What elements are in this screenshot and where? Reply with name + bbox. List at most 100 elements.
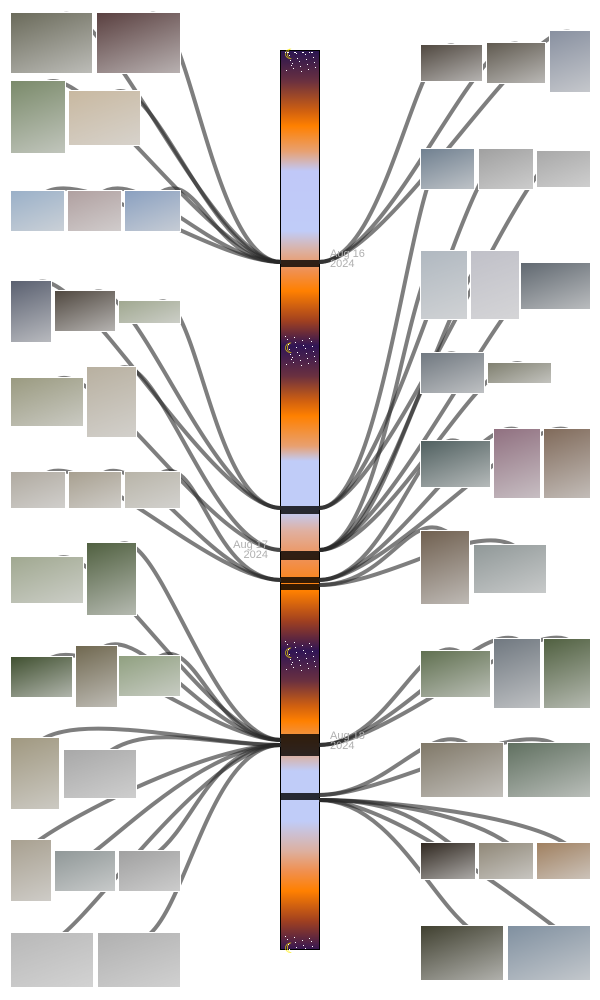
photo-thumbnail[interactable] [10,839,52,902]
star [314,356,315,357]
photo-thumbnail[interactable] [536,842,591,880]
photo-thumbnail[interactable] [10,932,94,988]
photo-thumbnail[interactable] [487,362,552,384]
connector-curve [115,365,282,552]
star [306,658,307,659]
date-year: 2024 [330,740,355,752]
star [285,641,286,642]
photo-thumbnail[interactable] [68,471,122,509]
photo-thumbnail[interactable] [86,542,137,616]
star [291,959,292,960]
star [301,965,302,966]
photo-thumbnail[interactable] [68,90,141,146]
star [295,52,296,53]
photo-cluster-band [281,260,319,267]
photo-thumbnail[interactable] [118,655,181,697]
photo-thumbnail[interactable] [478,148,534,190]
star [301,365,302,366]
star [313,656,314,657]
photo-thumbnail[interactable] [86,366,137,438]
photo-thumbnail[interactable] [520,262,591,310]
star [305,653,306,654]
photo-thumbnail[interactable] [549,30,591,93]
star [300,360,301,361]
photo-thumbnail[interactable] [543,638,591,709]
star [311,52,312,53]
photo-thumbnail[interactable] [420,440,491,488]
photo-thumbnail[interactable] [124,190,181,232]
photo-thumbnail[interactable] [10,190,65,232]
photo-thumbnail[interactable] [420,925,504,981]
timeline-bar[interactable]: ☾☾☾☾ [280,47,320,966]
photo-thumbnail[interactable] [478,842,534,880]
star [294,337,295,338]
photo-thumbnail[interactable] [420,148,475,190]
photo-thumbnail[interactable] [124,471,181,509]
photo-cluster-band [281,506,319,514]
photo-thumbnail[interactable] [420,44,483,82]
photo-thumbnail[interactable] [10,471,66,509]
star [307,663,308,664]
star [308,668,309,669]
photo-thumbnail[interactable] [97,932,181,988]
photo-thumbnail[interactable] [493,428,541,499]
star [289,654,290,655]
connector-curve [38,726,282,747]
photo-thumbnail[interactable] [10,377,84,427]
photo-thumbnail[interactable] [543,428,591,499]
photo-thumbnail[interactable] [10,280,52,343]
star [301,670,302,671]
star [289,949,290,950]
star [291,65,292,66]
photo-thumbnail[interactable] [54,850,116,892]
photo-thumbnail[interactable] [10,12,93,74]
photo-thumbnail[interactable] [10,556,84,604]
star [293,962,294,963]
photo-thumbnail[interactable] [473,544,547,594]
photo-thumbnail[interactable] [10,656,73,698]
star [297,657,298,658]
photo-thumbnail[interactable] [536,150,591,188]
photo-thumbnail[interactable] [96,12,181,74]
photo-thumbnail[interactable] [118,850,181,892]
photo-thumbnail[interactable] [507,742,591,798]
photo-thumbnail[interactable] [420,742,504,798]
photo-thumbnail[interactable] [10,737,60,810]
photo-thumbnail[interactable] [420,530,470,605]
photo-thumbnail[interactable] [10,80,66,154]
star [293,68,294,69]
photo-thumbnail[interactable] [507,925,591,981]
star [292,357,293,358]
photo-thumbnail[interactable] [420,650,491,698]
star [314,661,315,662]
photo-thumbnail[interactable] [63,749,137,799]
photo-thumbnail[interactable] [75,645,118,708]
photo-thumbnail[interactable] [118,300,181,324]
moon-icon: ☾ [284,645,297,661]
star [315,67,316,68]
star [296,347,297,348]
photo-thumbnail[interactable] [470,250,520,320]
star [287,339,288,340]
photo-thumbnail[interactable] [493,638,541,709]
date-year: 2024 [330,258,355,270]
star [305,348,306,349]
photo-thumbnail[interactable] [420,352,485,394]
photo-thumbnail[interactable] [67,190,122,232]
star [311,341,312,342]
photo-thumbnail[interactable] [486,42,546,84]
photo-cluster-band [281,744,319,756]
star [287,644,288,645]
photo-thumbnail[interactable] [420,250,468,320]
star [302,52,303,53]
photo-thumbnail[interactable] [420,842,476,880]
photo-thumbnail[interactable] [54,290,116,332]
star [302,340,303,341]
date-year: 2024 [243,549,268,561]
star [295,647,296,648]
star [287,939,288,940]
star [299,660,300,661]
star [308,963,309,964]
star [314,62,315,63]
connector-curve [318,798,571,848]
